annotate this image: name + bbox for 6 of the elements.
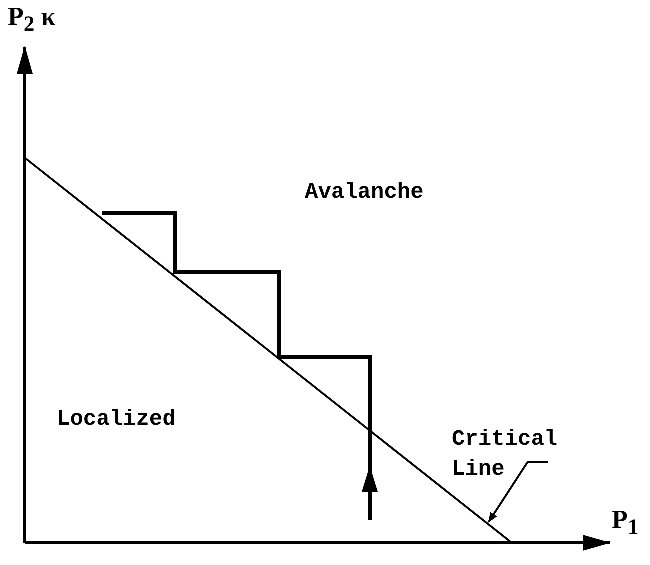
axis-label: P$_{1}$ (612, 505, 639, 540)
region-label: Avalanche (305, 179, 424, 207)
axis-label: P$_{2}$ κ (8, 2, 56, 38)
leader-line (488, 461, 548, 523)
region-label: Localized (57, 406, 176, 434)
region-label: Critical Line (452, 425, 567, 485)
